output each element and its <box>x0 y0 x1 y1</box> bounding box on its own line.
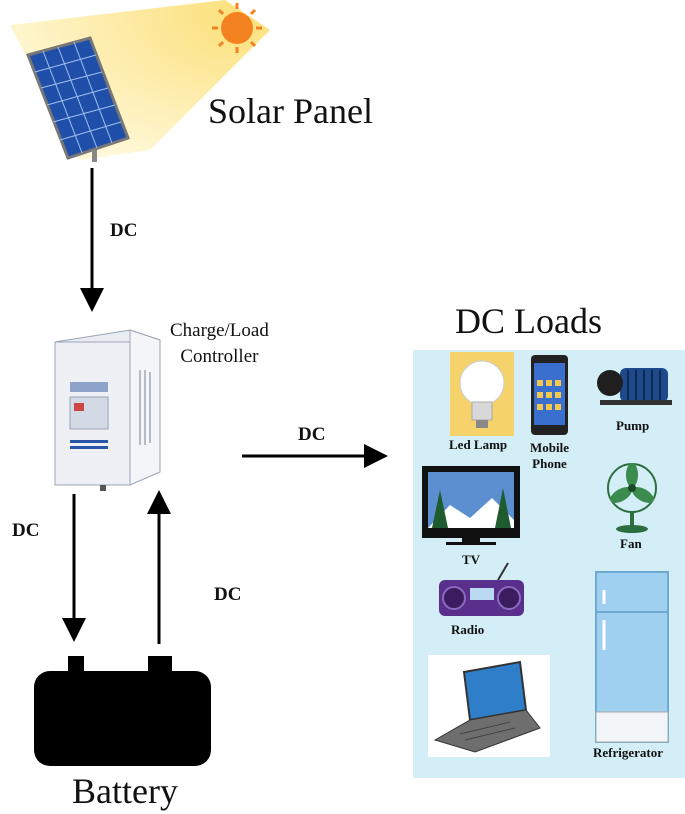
led-lamp-label: Led Lamp <box>449 437 508 452</box>
dc-label-controller-to-battery: DC <box>12 520 40 541</box>
controller-label-line2: Controller <box>180 346 259 367</box>
radio-label: Radio <box>451 622 485 637</box>
solar-panel-label: Solar Panel <box>208 91 373 131</box>
pump-icon <box>597 368 672 405</box>
dc-label-controller-to-loads: DC <box>298 424 326 445</box>
fan-label: Fan <box>620 536 642 551</box>
sun-icon <box>212 3 262 53</box>
battery-label: Battery <box>72 771 178 811</box>
dc-label-panel-to-controller: DC <box>110 220 138 241</box>
dc-label-battery-to-controller: DC <box>214 584 242 605</box>
mobile-phone-label-line2: Phone <box>532 456 567 471</box>
solar-panel-icon <box>25 36 130 162</box>
pump-label: Pump <box>616 418 650 433</box>
mobile-phone-label-line1: Mobile <box>530 440 569 455</box>
mobile-phone-label: Mobile Phone <box>530 440 569 472</box>
dc-loads-title: DC Loads <box>455 301 602 341</box>
controller-label: Charge/Load Controller <box>170 318 269 370</box>
controller-label-line1: Charge/Load <box>170 320 269 341</box>
led-lamp-icon <box>450 352 514 436</box>
charge-controller-icon <box>54 329 161 491</box>
tv-label: TV <box>462 552 481 567</box>
refrigerator-label: Refrigerator <box>593 745 664 760</box>
refrigerator-icon <box>595 571 669 743</box>
fan-icon <box>607 463 657 533</box>
tv-icon <box>422 466 520 545</box>
battery-icon <box>34 656 211 766</box>
mobile-phone-icon <box>531 355 568 435</box>
laptop-icon <box>428 655 550 757</box>
radio-icon <box>439 562 524 616</box>
